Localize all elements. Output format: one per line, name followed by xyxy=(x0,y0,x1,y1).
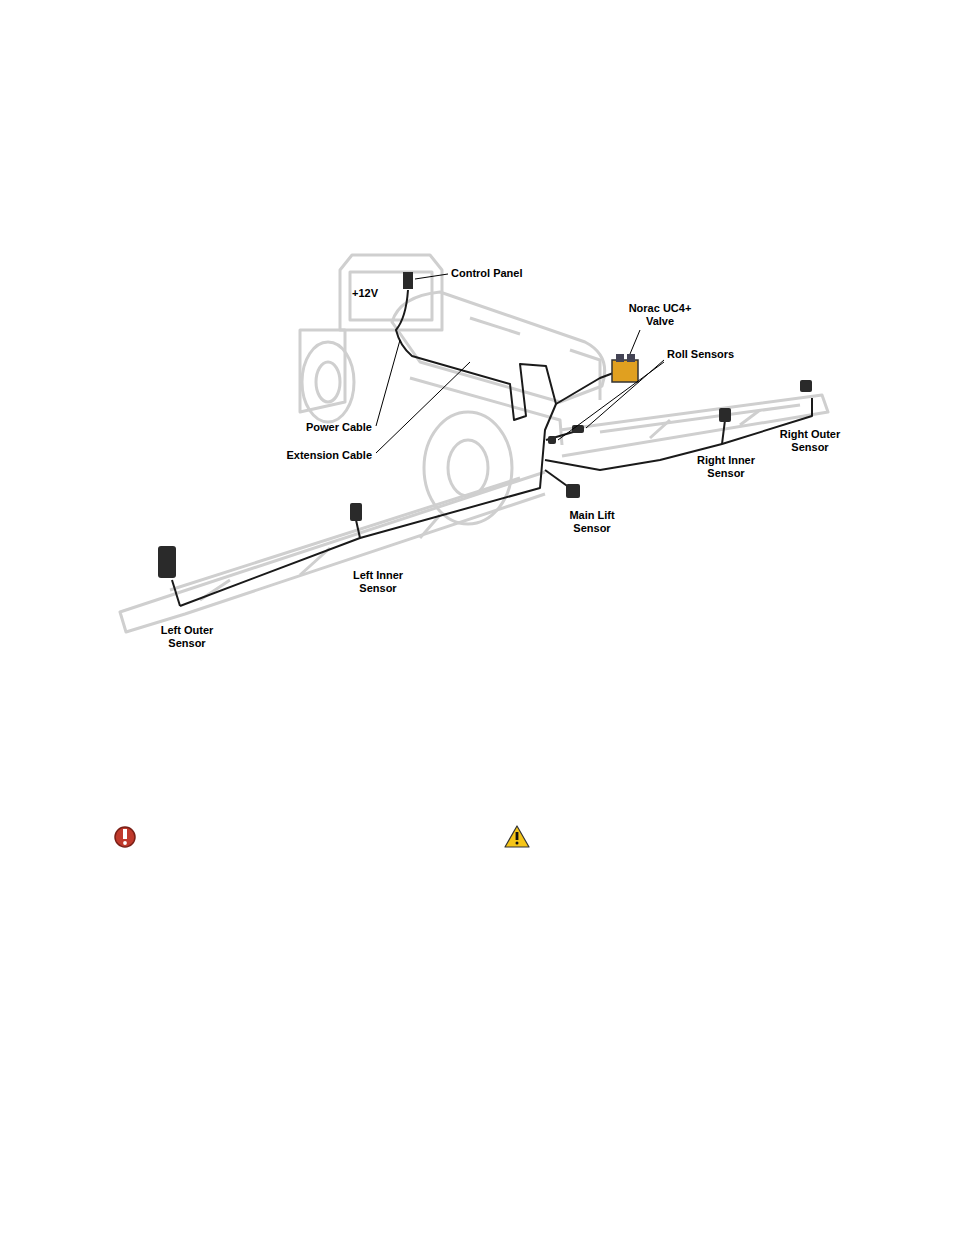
components xyxy=(158,272,812,578)
sensor xyxy=(719,408,731,422)
leader-lines xyxy=(376,274,664,453)
sensor xyxy=(800,380,812,392)
callout-label: Left Inner Sensor xyxy=(343,569,413,595)
valve-block xyxy=(612,360,638,382)
valve-coil xyxy=(616,354,624,362)
callout-label: Right Inner Sensor xyxy=(691,454,761,480)
sensor xyxy=(158,546,176,578)
callout-label: Norac UC4+ Valve xyxy=(625,302,695,328)
control-panel-unit xyxy=(403,272,413,289)
warning-icon xyxy=(505,826,529,847)
sensor xyxy=(548,436,556,444)
valve-coil xyxy=(627,354,635,362)
danger-icon xyxy=(115,827,135,847)
callout-label: Left Outer Sensor xyxy=(152,624,222,650)
callout-label: +12V xyxy=(352,287,392,300)
callout-label: Control Panel xyxy=(451,267,541,280)
callout-label: Main Lift Sensor xyxy=(557,509,627,535)
machine-outline xyxy=(120,255,828,632)
callout-label: Roll Sensors xyxy=(667,348,757,361)
callout-label: Extension Cable xyxy=(262,449,372,462)
sensor xyxy=(350,503,362,521)
harness-cable xyxy=(172,290,812,606)
sensor xyxy=(566,484,580,498)
callout-label: Power Cable xyxy=(286,421,372,434)
callout-label: Right Outer Sensor xyxy=(775,428,845,454)
sensor xyxy=(572,425,584,433)
